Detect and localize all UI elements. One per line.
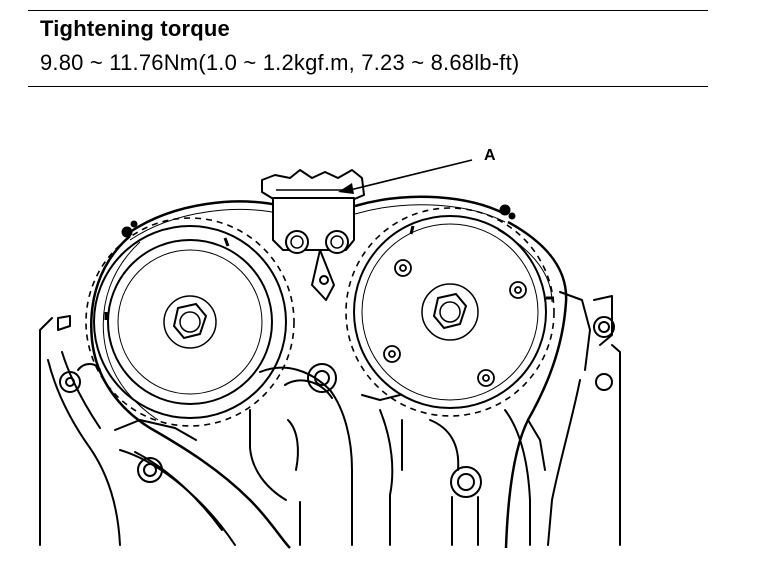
- chain-guide-a: [261, 169, 365, 254]
- intake-cam-sprocket: [85, 217, 295, 427]
- exhaust-cam-sprocket: [345, 207, 555, 417]
- torque-value: 9.80 ~ 11.76Nm(1.0 ~ 1.2kgf.m, 7.23 ~ 8.…: [40, 50, 520, 75]
- top-rule: [28, 10, 708, 11]
- callout-a-leader: [338, 159, 473, 194]
- bottom-rule: [28, 86, 708, 87]
- torque-title: Tightening torque: [40, 16, 230, 41]
- chain-guide-mount-bolts: [121, 204, 516, 238]
- engine-block-outline: [39, 249, 621, 546]
- callout-a-label: A: [484, 147, 496, 164]
